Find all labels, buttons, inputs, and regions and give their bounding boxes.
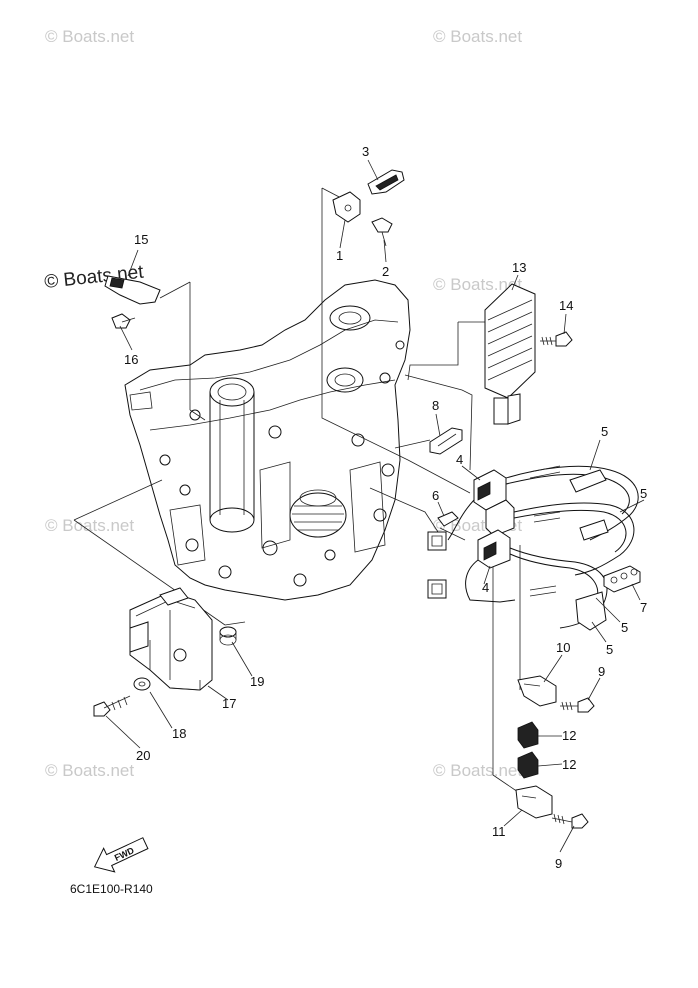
callout-leaders xyxy=(105,159,645,853)
part-3-clip xyxy=(367,169,405,195)
label-part-5-a: 5 xyxy=(601,424,608,439)
label-part-9-lower: 9 xyxy=(555,856,562,871)
part-7-holder xyxy=(603,565,641,593)
label-part-13: 13 xyxy=(512,260,526,275)
part-9-bolt-lower xyxy=(551,813,589,829)
part-17-ecm xyxy=(129,587,213,691)
part-10-bracket xyxy=(517,675,557,707)
label-part-11: 11 xyxy=(492,824,506,839)
watermark: © Boats.net xyxy=(45,516,134,535)
part-16-bolt xyxy=(111,313,136,329)
engine-block xyxy=(124,279,411,601)
part-13-rectifier xyxy=(484,283,536,425)
drawing-code: 6C1E100-R140 xyxy=(70,882,153,896)
ignition-coils xyxy=(427,465,639,631)
part-12-clip-upper xyxy=(517,721,539,749)
part-15-bracket xyxy=(104,275,161,305)
label-part-7: 7 xyxy=(640,600,647,615)
fwd-arrow: FWD xyxy=(93,837,149,873)
label-part-3: 3 xyxy=(362,144,369,159)
part-6-clip xyxy=(437,511,459,527)
label-part-4-upper: 4 xyxy=(456,452,463,467)
label-part-6: 6 xyxy=(432,488,439,503)
part-11-bracket xyxy=(515,785,553,819)
watermark: © Boats.net xyxy=(433,27,522,46)
label-part-5-c: 5 xyxy=(621,620,628,635)
watermark: © Boats.net xyxy=(45,761,134,780)
label-part-17: 17 xyxy=(222,696,236,711)
part-19-grommet xyxy=(219,626,237,646)
label-part-18: 18 xyxy=(172,726,186,741)
part-18-collar xyxy=(133,677,151,691)
label-part-10: 10 xyxy=(556,640,570,655)
part-1-bracket xyxy=(332,191,361,223)
part-8-clamp xyxy=(429,427,463,455)
watermark: © Boats.net xyxy=(433,275,522,294)
part-12-clip-lower xyxy=(517,751,539,779)
label-part-20: 20 xyxy=(136,748,150,763)
label-part-19: 19 xyxy=(250,674,264,689)
watermark: © Boats.net xyxy=(45,27,134,46)
part-2-bolt xyxy=(371,217,393,247)
part-9-bolt-upper xyxy=(560,697,595,713)
label-part-15: 15 xyxy=(134,232,148,247)
label-part-1: 1 xyxy=(336,248,343,263)
label-part-12-upper: 12 xyxy=(562,728,576,743)
label-part-5-b: 5 xyxy=(640,486,647,501)
label-part-12-lower: 12 xyxy=(562,757,576,772)
part-20-bolt xyxy=(93,695,131,717)
label-part-16: 16 xyxy=(124,352,138,367)
label-part-5-d: 5 xyxy=(606,642,613,657)
label-part-8: 8 xyxy=(432,398,439,413)
label-part-14: 14 xyxy=(559,298,573,313)
part-14-bolt xyxy=(540,331,573,347)
part-labels: 3 1 2 15 16 13 14 8 4 5 5 6 7 5 5 4 10 9… xyxy=(124,144,647,871)
watermark: © Boats.net xyxy=(433,761,522,780)
label-part-4-lower: 4 xyxy=(482,580,489,595)
label-part-9-upper: 9 xyxy=(598,664,605,679)
label-part-2: 2 xyxy=(382,264,389,279)
